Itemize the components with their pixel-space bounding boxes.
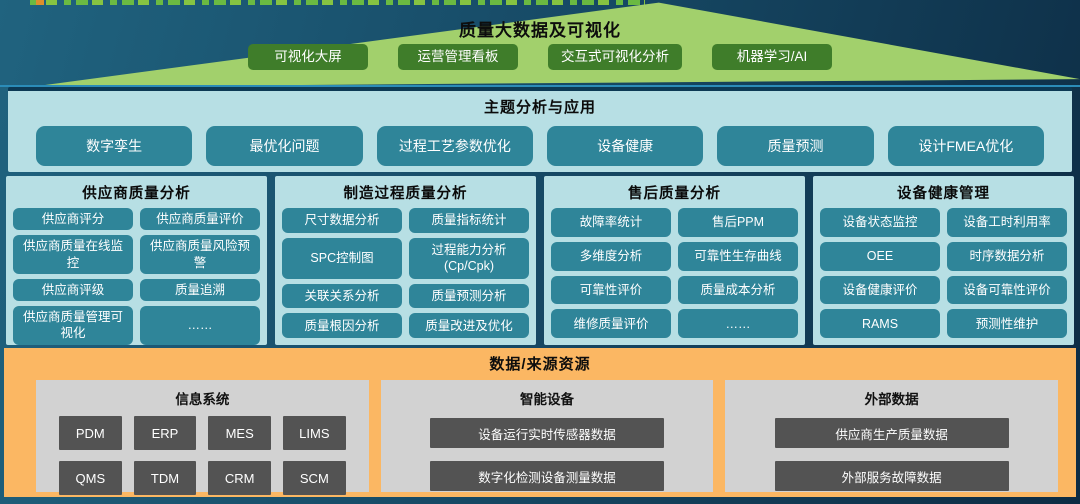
analysis-item-block: 供应商评分 [13,208,133,231]
data-sources-title: 数据/来源资源 [489,356,591,373]
clipped-header-marker [36,0,44,5]
analysis-item-block: 过程能力分析 (Cp/Cpk) [409,237,529,279]
analysis-item-block: 供应商质量在线监控 [13,235,133,274]
analysis-item-block: 质量预测分析 [409,283,529,309]
data-source-block: 设备运行实时传感器数据 [430,418,664,448]
divider-line [0,85,1080,87]
pyramid-title: 质量大数据及可视化 [459,21,621,40]
analysis-item-block: 设备状态监控 [820,208,940,237]
group-items: PDM ERP MES LIMS QMS TDM CRM SCM [46,415,359,496]
group-items: 设备运行实时传感器数据数字化检测设备测量数据 [391,415,704,491]
analysis-item-block: 质量追溯 [140,278,260,301]
analysis-item-block: 售后PPM [678,208,798,237]
analysis-item-block: 可靠性生存曲线 [678,241,798,271]
theme-app-block: 设备健康 [547,126,704,166]
group-title: 信息系统 [175,392,230,407]
data-source-block: 供应商生产质量数据 [774,418,1009,448]
analysis-item-block: 维修质量评价 [551,309,671,338]
analysis-item-block: …… [140,306,260,345]
column-title: 售后质量分析 [628,186,721,202]
analysis-columns: 供应商质量分析 供应商评分供应商质量评价供应商质量在线监控供应商质量风险预警供应… [6,176,1074,345]
data-source-block: PDM [59,416,122,450]
source-group-info-systems: 信息系统 PDM ERP MES LIMS QMS TDM CRM SCM [36,380,369,495]
visualization-capability-block: 交互式可视化分析 [548,44,682,70]
analysis-item-block: RAMS [820,309,940,338]
visualization-capabilities-row: 可视化大屏 运营管理看板 交互式可视化分析 机器学习/AI [0,44,1080,70]
group-title: 外部数据 [864,392,919,407]
analysis-item-block: 质量改进及优化 [409,313,529,338]
analysis-item-block: 多维度分析 [551,241,671,271]
theme-app-block: 数字孪生 [36,126,193,166]
analysis-item-block: 可靠性评价 [551,275,671,305]
analysis-item-block: …… [678,309,798,338]
analysis-item-block: 供应商质量风险预警 [140,235,260,274]
visualization-capability-block: 可视化大屏 [248,44,368,70]
visualization-capability-block: 运营管理看板 [398,44,518,70]
analysis-item-block: 设备工时利用率 [947,208,1067,237]
analysis-item-block: 尺寸数据分析 [282,208,402,233]
group-title: 智能设备 [520,392,574,407]
analysis-item-block: 故障率统计 [551,208,671,237]
analysis-item-block: 设备健康评价 [820,275,940,305]
analysis-item-block: 供应商质量管理可视化 [13,306,133,345]
analysis-item-block: 供应商评级 [13,278,133,301]
analysis-item-block: SPC控制图 [282,237,402,279]
theme-band-title: 主题分析与应用 [483,99,596,116]
column-title: 制造过程质量分析 [343,186,468,202]
analysis-column-manufacturing-process-quality: 制造过程质量分析 尺寸数据分析质量指标统计 SPC控制图过程能力分析 (Cp/Cp… [275,176,536,345]
group-items: 供应商生产质量数据外部服务故障数据 [735,415,1048,491]
pyramid-section: 质量大数据及可视化 可视化大屏 运营管理看板 交互式可视化分析 机器学习/AI [0,0,1080,87]
theme-app-block: 过程工艺参数优化 [376,126,533,166]
theme-analysis-band: 主题分析与应用 数字孪生最优化问题过程工艺参数优化设备健康质量预测设计FMEA优… [8,87,1072,172]
data-sources-section: 数据/来源资源 信息系统 PDM ERP MES LIMS QMS TDM CRM SCM 智… [4,348,1076,497]
analysis-item-block: 设备可靠性评价 [947,275,1067,305]
data-source-block: LIMS [283,416,346,450]
source-group-external-data: 外部数据 供应商生产质量数据外部服务故障数据 [725,380,1059,492]
analysis-item-block: 关联关系分析 [282,283,402,309]
theme-app-block: 质量预测 [717,126,874,166]
analysis-column-supplier-quality: 供应商质量分析 供应商评分供应商质量评价供应商质量在线监控供应商质量风险预警供应… [6,176,267,345]
analysis-item-block: 质量成本分析 [678,275,798,305]
analysis-item-block: 预测性维护 [947,309,1067,338]
data-source-block: MES [208,416,271,450]
analysis-item-block: 时序数据分析 [947,241,1067,271]
visualization-capability-block: 机器学习/AI [712,44,832,70]
data-source-groups: 信息系统 PDM ERP MES LIMS QMS TDM CRM SCM 智能设备 设备运行… [4,380,1076,495]
theme-app-block: 最优化问题 [206,126,363,166]
data-source-block: ERP [133,416,197,450]
clipped-header-text [30,0,645,5]
analysis-item-block: 质量根因分析 [282,313,402,338]
data-source-block: SCM [283,461,346,495]
theme-app-block: 设计FMEA优化 [887,126,1044,166]
data-source-block: CRM [208,461,271,495]
column-items: 供应商评分供应商质量评价供应商质量在线监控供应商质量风险预警供应商评级质量追溯供… [13,208,260,345]
data-source-block: QMS [59,461,122,495]
column-items: 尺寸数据分析质量指标统计 SPC控制图过程能力分析 (Cp/Cpk) 关联关系分析质… [282,208,529,338]
data-source-block: 数字化检测设备测量数据 [430,461,664,491]
theme-apps-row: 数字孪生最优化问题过程工艺参数优化设备健康质量预测设计FMEA优化 [8,126,1072,166]
source-group-smart-devices: 智能设备 设备运行实时传感器数据数字化检测设备测量数据 [380,380,714,492]
column-title: 设备健康管理 [897,186,990,202]
analysis-item-block: 质量指标统计 [409,208,529,233]
analysis-item-block: OEE [820,241,940,271]
data-source-block: TDM [133,461,197,495]
analysis-item-block: 供应商质量评价 [140,208,260,231]
data-source-block: 外部服务故障数据 [774,461,1009,491]
column-title: 供应商质量分析 [82,186,191,202]
